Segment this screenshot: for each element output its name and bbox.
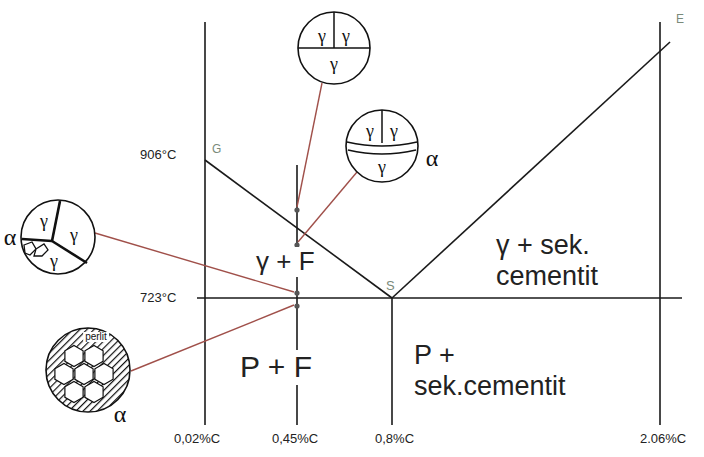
ferrite-grain bbox=[85, 382, 103, 403]
point-dot bbox=[294, 290, 299, 295]
phase-symbol: α bbox=[114, 402, 127, 426]
phase-symbol: γ bbox=[40, 212, 48, 230]
temperature-label: 906°C bbox=[140, 148, 176, 163]
eutectoid-vertical bbox=[391, 298, 393, 425]
composition-label: 0,45%C bbox=[272, 432, 318, 447]
phase-symbol: γ bbox=[70, 226, 78, 244]
austenite-grain-circle: γγγ bbox=[298, 12, 370, 84]
phase-symbol: γ bbox=[390, 122, 398, 140]
ferrite-grain bbox=[75, 364, 93, 385]
ferrite-nucleation-circle: γγγα bbox=[346, 110, 418, 182]
grain-boundary bbox=[347, 142, 417, 146]
ferrite-grain bbox=[85, 346, 103, 367]
phase-region-label: P + F bbox=[238, 350, 314, 385]
structure-outline bbox=[21, 200, 95, 274]
structure-label: perlit bbox=[83, 332, 109, 342]
phase-region-label: γ + sek. cementit bbox=[496, 230, 676, 292]
phase-symbol: γ bbox=[342, 27, 350, 45]
phase-symbol: γ bbox=[378, 158, 386, 176]
ferrite-grain bbox=[55, 364, 73, 385]
gs-line bbox=[205, 160, 392, 298]
composition-label: 2.06%C bbox=[640, 432, 686, 447]
point-label: S bbox=[386, 279, 395, 294]
structure-outline bbox=[298, 12, 370, 84]
axis-line bbox=[659, 22, 661, 425]
grain-boundary bbox=[22, 239, 52, 241]
phase-symbol: γ bbox=[318, 27, 326, 45]
structure-drawing bbox=[298, 12, 370, 84]
grain-boundary bbox=[52, 201, 60, 241]
phase-symbol: α bbox=[4, 225, 17, 249]
point-label: G bbox=[212, 143, 221, 157]
temperature-label: 723°C bbox=[140, 291, 176, 306]
ferrite-growth-circle: αγγγ bbox=[21, 200, 95, 274]
point-dot bbox=[294, 303, 299, 308]
point-dot bbox=[294, 207, 299, 212]
structure-outline bbox=[346, 110, 418, 182]
phase-region-label: γ + F bbox=[254, 247, 317, 277]
structure-group bbox=[346, 110, 418, 182]
ferrite-layer bbox=[348, 150, 416, 154]
structure-drawing bbox=[21, 200, 95, 274]
structure-group bbox=[46, 328, 130, 412]
composition-label: 0,02%C bbox=[174, 432, 220, 447]
composition-label: 0,8%C bbox=[375, 432, 414, 447]
leader-line bbox=[297, 83, 322, 207]
leader-line bbox=[298, 172, 357, 242]
axis-line bbox=[204, 22, 206, 425]
structure-group bbox=[298, 12, 370, 84]
point-label: E bbox=[676, 13, 684, 27]
grain-boundary bbox=[298, 47, 370, 49]
ferrite-grain bbox=[34, 244, 48, 256]
pearlite-hatch bbox=[46, 328, 130, 412]
phase-symbol: γ bbox=[50, 252, 58, 270]
structure-outline bbox=[46, 328, 130, 412]
phase-symbol: α bbox=[426, 146, 439, 170]
eutectoid-line bbox=[197, 297, 682, 299]
structure-group bbox=[21, 200, 95, 274]
phase-symbol: γ bbox=[330, 55, 338, 73]
phase-symbol: γ bbox=[366, 122, 374, 140]
grain-boundary bbox=[381, 110, 383, 143]
phase-region-label: P + sek.cementit bbox=[414, 340, 604, 402]
ferrite-grain bbox=[65, 346, 83, 367]
pearlite-area bbox=[46, 328, 130, 412]
ferrite-grain bbox=[65, 382, 83, 403]
pearlite-ferrite-circle: perlitα bbox=[46, 328, 130, 412]
grain-boundary bbox=[333, 12, 335, 48]
ferrite-grain bbox=[95, 364, 113, 385]
